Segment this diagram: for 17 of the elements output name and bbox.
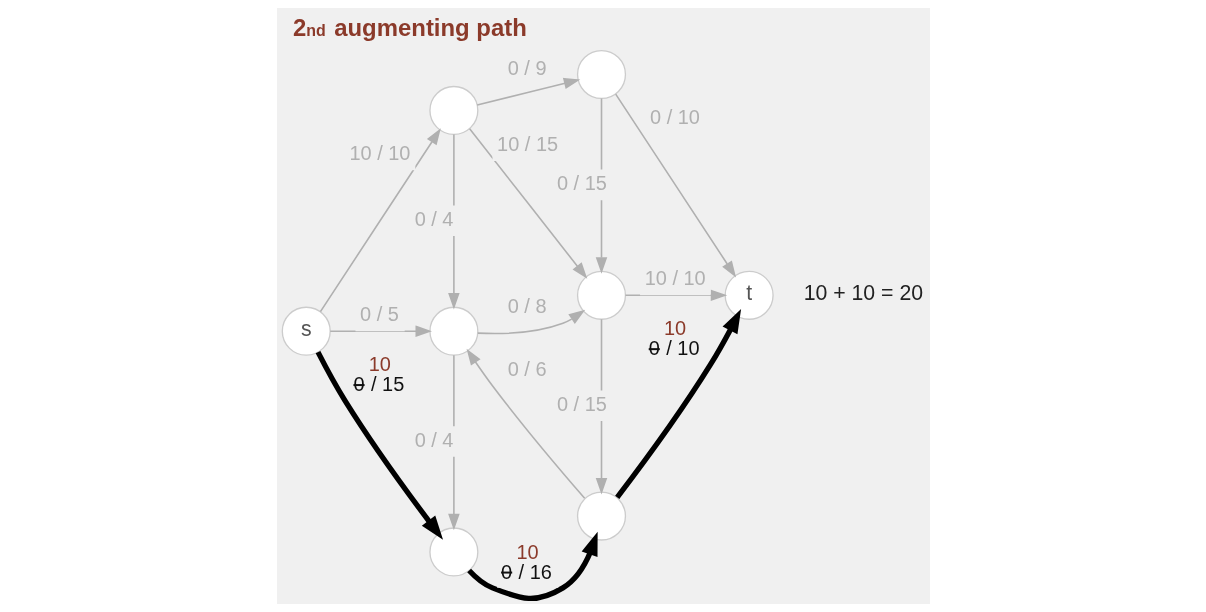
node-label: 10 + 10 = 20 — [803, 281, 923, 306]
edge-label: 0 / 5 — [359, 303, 399, 326]
edge-label: 0 / 4 — [414, 428, 453, 451]
edge-label: 0 / 8 — [507, 295, 547, 318]
edge-label: 10 / 15 — [496, 132, 558, 155]
edge-label: 10 / 10 — [348, 142, 410, 165]
edge-label: 0 / 4 — [414, 208, 453, 231]
edge-label: 0 / 6 — [507, 357, 547, 380]
diagram-title: 2nd augmenting path — [292, 14, 527, 42]
edge-label: 0 / 10 — [649, 106, 700, 129]
edge-label: 0 / 15 — [556, 172, 607, 195]
edge-label: 0 / 15 — [556, 392, 607, 415]
edge-label: 10 0 / 16 — [500, 540, 552, 583]
edge-label: 10 0 / 15 — [352, 353, 404, 396]
edge-label: 10 0 / 10 — [648, 317, 699, 360]
edge-label: 0 / 9 — [507, 57, 547, 80]
edge-label: 10 / 10 — [644, 267, 706, 290]
